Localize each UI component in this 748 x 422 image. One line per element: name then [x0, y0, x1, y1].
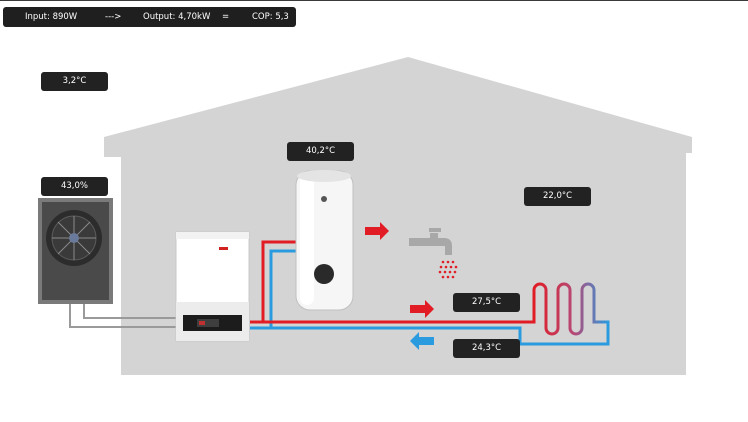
flow-arrow-label: ---> — [105, 12, 122, 22]
hot-water-tank-icon — [295, 170, 354, 311]
faucet-icon — [409, 228, 458, 279]
outdoor-unit-load-tag: 43,0% — [41, 177, 108, 196]
input-power-label: Input: 890W — [25, 12, 78, 22]
return-pipe-tank — [250, 249, 300, 330]
return-temp-tag: 24,3°C — [453, 339, 520, 358]
return-flow-arrow — [410, 332, 434, 350]
output-power-label: Output: 4,70kW — [143, 12, 211, 22]
heat-pump-outdoor-unit-icon — [38, 198, 113, 304]
equals-label: = — [222, 12, 230, 22]
hot-water-flow-arrow — [365, 222, 389, 240]
tank-temp-tag: 40,2°C — [287, 142, 354, 161]
supply-pipe-floor — [263, 312, 536, 324]
performance-status-bar: Input: 890W ---> Output: 4,70kW = COP: 5… — [3, 7, 296, 27]
indoor-unit-icon — [175, 231, 250, 342]
top-border — [0, 0, 748, 1]
supply-pipe-tank — [250, 240, 300, 324]
room-temp-tag: 22,0°C — [524, 187, 591, 206]
supply-flow-arrow — [410, 300, 434, 318]
outdoor-unit-cables — [69, 304, 178, 328]
flow-temp-tag: 27,5°C — [453, 293, 520, 312]
outdoor-temp-tag: 3,2°C — [41, 72, 108, 91]
cop-label: COP: 5,3 — [252, 12, 289, 22]
underfloor-heating-icon — [532, 282, 608, 336]
